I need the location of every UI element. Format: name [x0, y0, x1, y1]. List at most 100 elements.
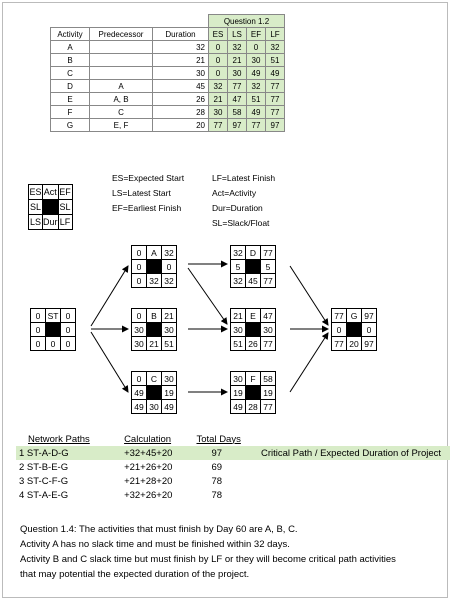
node-cell: 30	[230, 371, 246, 386]
node-center	[45, 322, 61, 337]
node-center	[245, 385, 261, 400]
table-cell: 0	[208, 66, 228, 80]
path-calc: +32+26+20	[124, 489, 173, 501]
node-cell: 0	[131, 308, 147, 323]
node-cell: 30	[161, 371, 177, 386]
node-center	[245, 259, 261, 274]
paths-header-path: Network Paths	[28, 433, 90, 445]
node-cell: 77	[260, 336, 276, 351]
node-cell: 28	[245, 399, 261, 414]
table-cell: 77	[246, 118, 266, 132]
node-cell: 32	[161, 273, 177, 288]
path-note	[258, 460, 450, 474]
question-header: Question 1.2	[208, 14, 285, 28]
path-total: 78	[211, 475, 223, 487]
node-cell: 49	[230, 399, 246, 414]
table-cell: 20	[152, 118, 209, 132]
node-cell: 0	[30, 336, 46, 351]
node-cell: 0	[331, 322, 347, 337]
node-cell: B	[146, 308, 162, 323]
node-cell: 0	[131, 371, 147, 386]
path-note	[258, 474, 450, 488]
path-row: 3 ST-C-F-G +21+28+20 78	[16, 474, 450, 488]
node-cell: 21	[230, 308, 246, 323]
arrow-f-g	[289, 332, 329, 393]
node-cell: 51	[230, 336, 246, 351]
arrow-st-c	[90, 331, 129, 393]
node-cell: 30	[131, 322, 147, 337]
node-cell: 0	[161, 259, 177, 274]
node-cell: 30	[131, 336, 147, 351]
node-cell: 19	[230, 385, 246, 400]
node-cell: 0	[30, 308, 46, 323]
node-cell: C	[146, 371, 162, 386]
legend-dur: Dur	[42, 214, 59, 230]
table-cell: 77	[265, 92, 285, 106]
path-total: 97	[193, 446, 258, 460]
node-cell: F	[245, 371, 261, 386]
col-header-ls: LS	[227, 27, 247, 41]
table-cell: 49	[265, 66, 285, 80]
table-cell: E, F	[89, 118, 153, 132]
node-cell: 5	[260, 259, 276, 274]
path-total: 78	[211, 489, 223, 501]
path-calc: +21+28+20	[124, 475, 173, 487]
node-cell: 0	[60, 322, 76, 337]
table-cell: 77	[265, 79, 285, 93]
node-cell: 77	[260, 273, 276, 288]
path-total: 69	[211, 461, 223, 473]
node-cell: 32	[230, 245, 246, 260]
node-cell: ST	[45, 308, 61, 323]
arrow-st-a	[90, 265, 129, 327]
table-cell: 0	[208, 40, 228, 54]
path-calc: +32+45+20	[121, 446, 194, 460]
node-cell: 77	[331, 308, 347, 323]
node-cell: 45	[245, 273, 261, 288]
node-cell: 0	[60, 308, 76, 323]
node-cell: 30	[146, 399, 162, 414]
node-cell: 32	[146, 273, 162, 288]
node-cell: 51	[161, 336, 177, 351]
node-cell: 30	[260, 322, 276, 337]
node-center	[146, 259, 162, 274]
table-cell: 77	[265, 105, 285, 119]
path-path: 4 ST-A-E-G	[19, 489, 69, 501]
node-cell: 19	[161, 385, 177, 400]
node-cell: 32	[161, 245, 177, 260]
path-path: 2 ST-B-E-G	[19, 461, 69, 473]
node-cell: 58	[260, 371, 276, 386]
path-row: 4 ST-A-E-G +32+26+20 78	[16, 488, 450, 502]
node-cell: D	[245, 245, 261, 260]
col-header-lf: LF	[265, 27, 285, 41]
path-path: 3 ST-C-F-G	[19, 475, 69, 487]
node-cell: 49	[131, 399, 147, 414]
node-cell: 30	[230, 322, 246, 337]
node-cell: 47	[260, 308, 276, 323]
paths-header-calc: Calculation	[124, 433, 172, 445]
node-cell: 77	[260, 245, 276, 260]
node-cell: E	[245, 308, 261, 323]
node-cell: 49	[161, 399, 177, 414]
node-cell: 0	[60, 336, 76, 351]
table-cell: 49	[246, 66, 266, 80]
node-cell: 77	[331, 336, 347, 351]
node-cell: 97	[361, 308, 377, 323]
table-cell: 21	[208, 92, 228, 106]
path-path: 1 ST-A-D-G	[16, 446, 122, 460]
node-cell: 0	[131, 245, 147, 260]
